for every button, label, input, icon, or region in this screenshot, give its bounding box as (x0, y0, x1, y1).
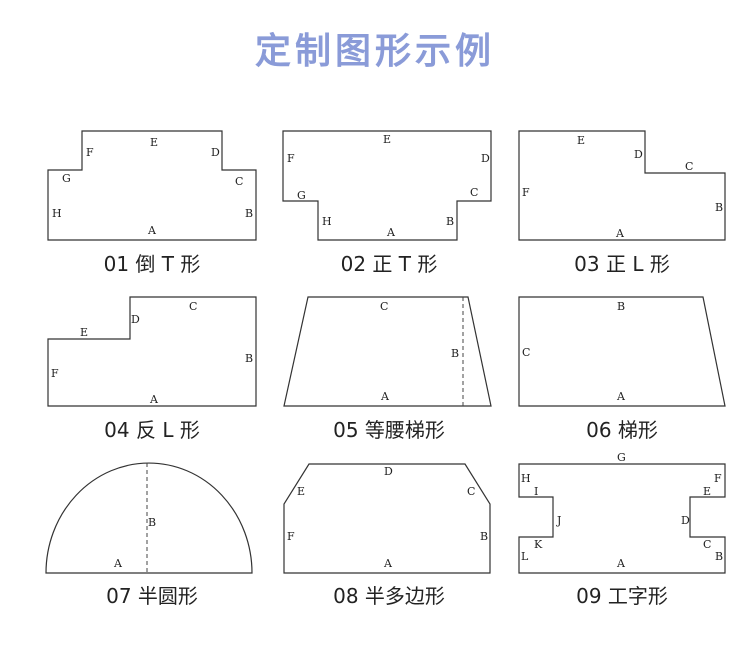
label: G (617, 451, 626, 464)
label: D (131, 313, 140, 326)
shape-01-inverted-t: E F D G C H B A 01 倒 T 形 (47, 130, 257, 276)
shape-08-half-polygon: D E C F B A 08 半多边形 (283, 463, 491, 608)
label: F (287, 530, 295, 543)
shape-caption: 04 反 L 形 (104, 418, 200, 442)
label: E (297, 485, 305, 498)
shape-05-isosceles-trapezoid: C B A 05 等腰梯形 (283, 296, 492, 442)
label: C (235, 175, 243, 188)
label: A (386, 226, 396, 239)
label: A (616, 557, 626, 570)
label: B (715, 550, 723, 563)
label: H (322, 215, 332, 228)
shape-caption: 05 等腰梯形 (333, 418, 445, 442)
label: A (380, 390, 390, 403)
label: A (383, 557, 393, 570)
shape-06-trapezoid: B C A 06 梯形 (518, 296, 726, 442)
label: F (51, 367, 59, 380)
page-title: 定制图形示例 (254, 31, 495, 72)
shape-07-semicircle: B A 07 半圆形 (45, 462, 253, 608)
shape-caption: 07 半圆形 (106, 584, 198, 608)
label: I (534, 485, 538, 498)
shape-caption: 09 工字形 (576, 584, 668, 608)
label: E (150, 136, 158, 149)
label: G (297, 189, 306, 202)
label: H (521, 472, 531, 485)
label: E (703, 485, 711, 498)
shape-caption: 01 倒 T 形 (104, 252, 201, 276)
label: C (380, 300, 388, 313)
label: D (211, 146, 220, 159)
label: D (481, 152, 490, 165)
label: D (634, 148, 643, 161)
label: B (245, 352, 253, 365)
shape-09-i-shape: G H F I E J D K C L B A 09 工字形 (518, 451, 726, 608)
label: E (577, 134, 585, 147)
label: B (451, 347, 459, 360)
label: C (470, 186, 478, 199)
label: B (617, 300, 625, 313)
shape-caption: 08 半多边形 (333, 584, 445, 608)
label: C (522, 346, 530, 359)
label: J (556, 514, 561, 527)
label: C (685, 160, 693, 173)
shape-02-upright-t: E F D G C H B A 02 正 T 形 (282, 130, 492, 276)
label: E (80, 326, 88, 339)
shape-caption: 06 梯形 (586, 418, 658, 442)
label: A (113, 557, 123, 570)
label: F (714, 472, 722, 485)
label: A (615, 227, 625, 240)
label: C (467, 485, 475, 498)
label: F (287, 152, 295, 165)
label: B (245, 207, 253, 220)
label: E (383, 133, 391, 146)
label: H (52, 207, 62, 220)
label: B (715, 201, 723, 214)
label: A (147, 224, 157, 237)
label: L (521, 550, 529, 563)
label: D (681, 514, 690, 527)
shape-caption: 02 正 T 形 (341, 252, 438, 276)
shape-04-reverse-l: C D E F B A 04 反 L 形 (47, 296, 257, 442)
shape-caption: 03 正 L 形 (574, 252, 670, 276)
label: B (148, 516, 156, 529)
label: A (616, 390, 626, 403)
label: A (149, 393, 159, 406)
label: B (480, 530, 488, 543)
label: G (62, 172, 71, 185)
label: F (522, 186, 530, 199)
label: C (703, 538, 711, 551)
label: C (189, 300, 197, 313)
label: K (534, 538, 543, 551)
label: B (446, 215, 454, 228)
label: D (384, 465, 393, 478)
shape-03-upright-l: E D C F B A 03 正 L 形 (518, 130, 726, 276)
label: F (86, 146, 94, 159)
